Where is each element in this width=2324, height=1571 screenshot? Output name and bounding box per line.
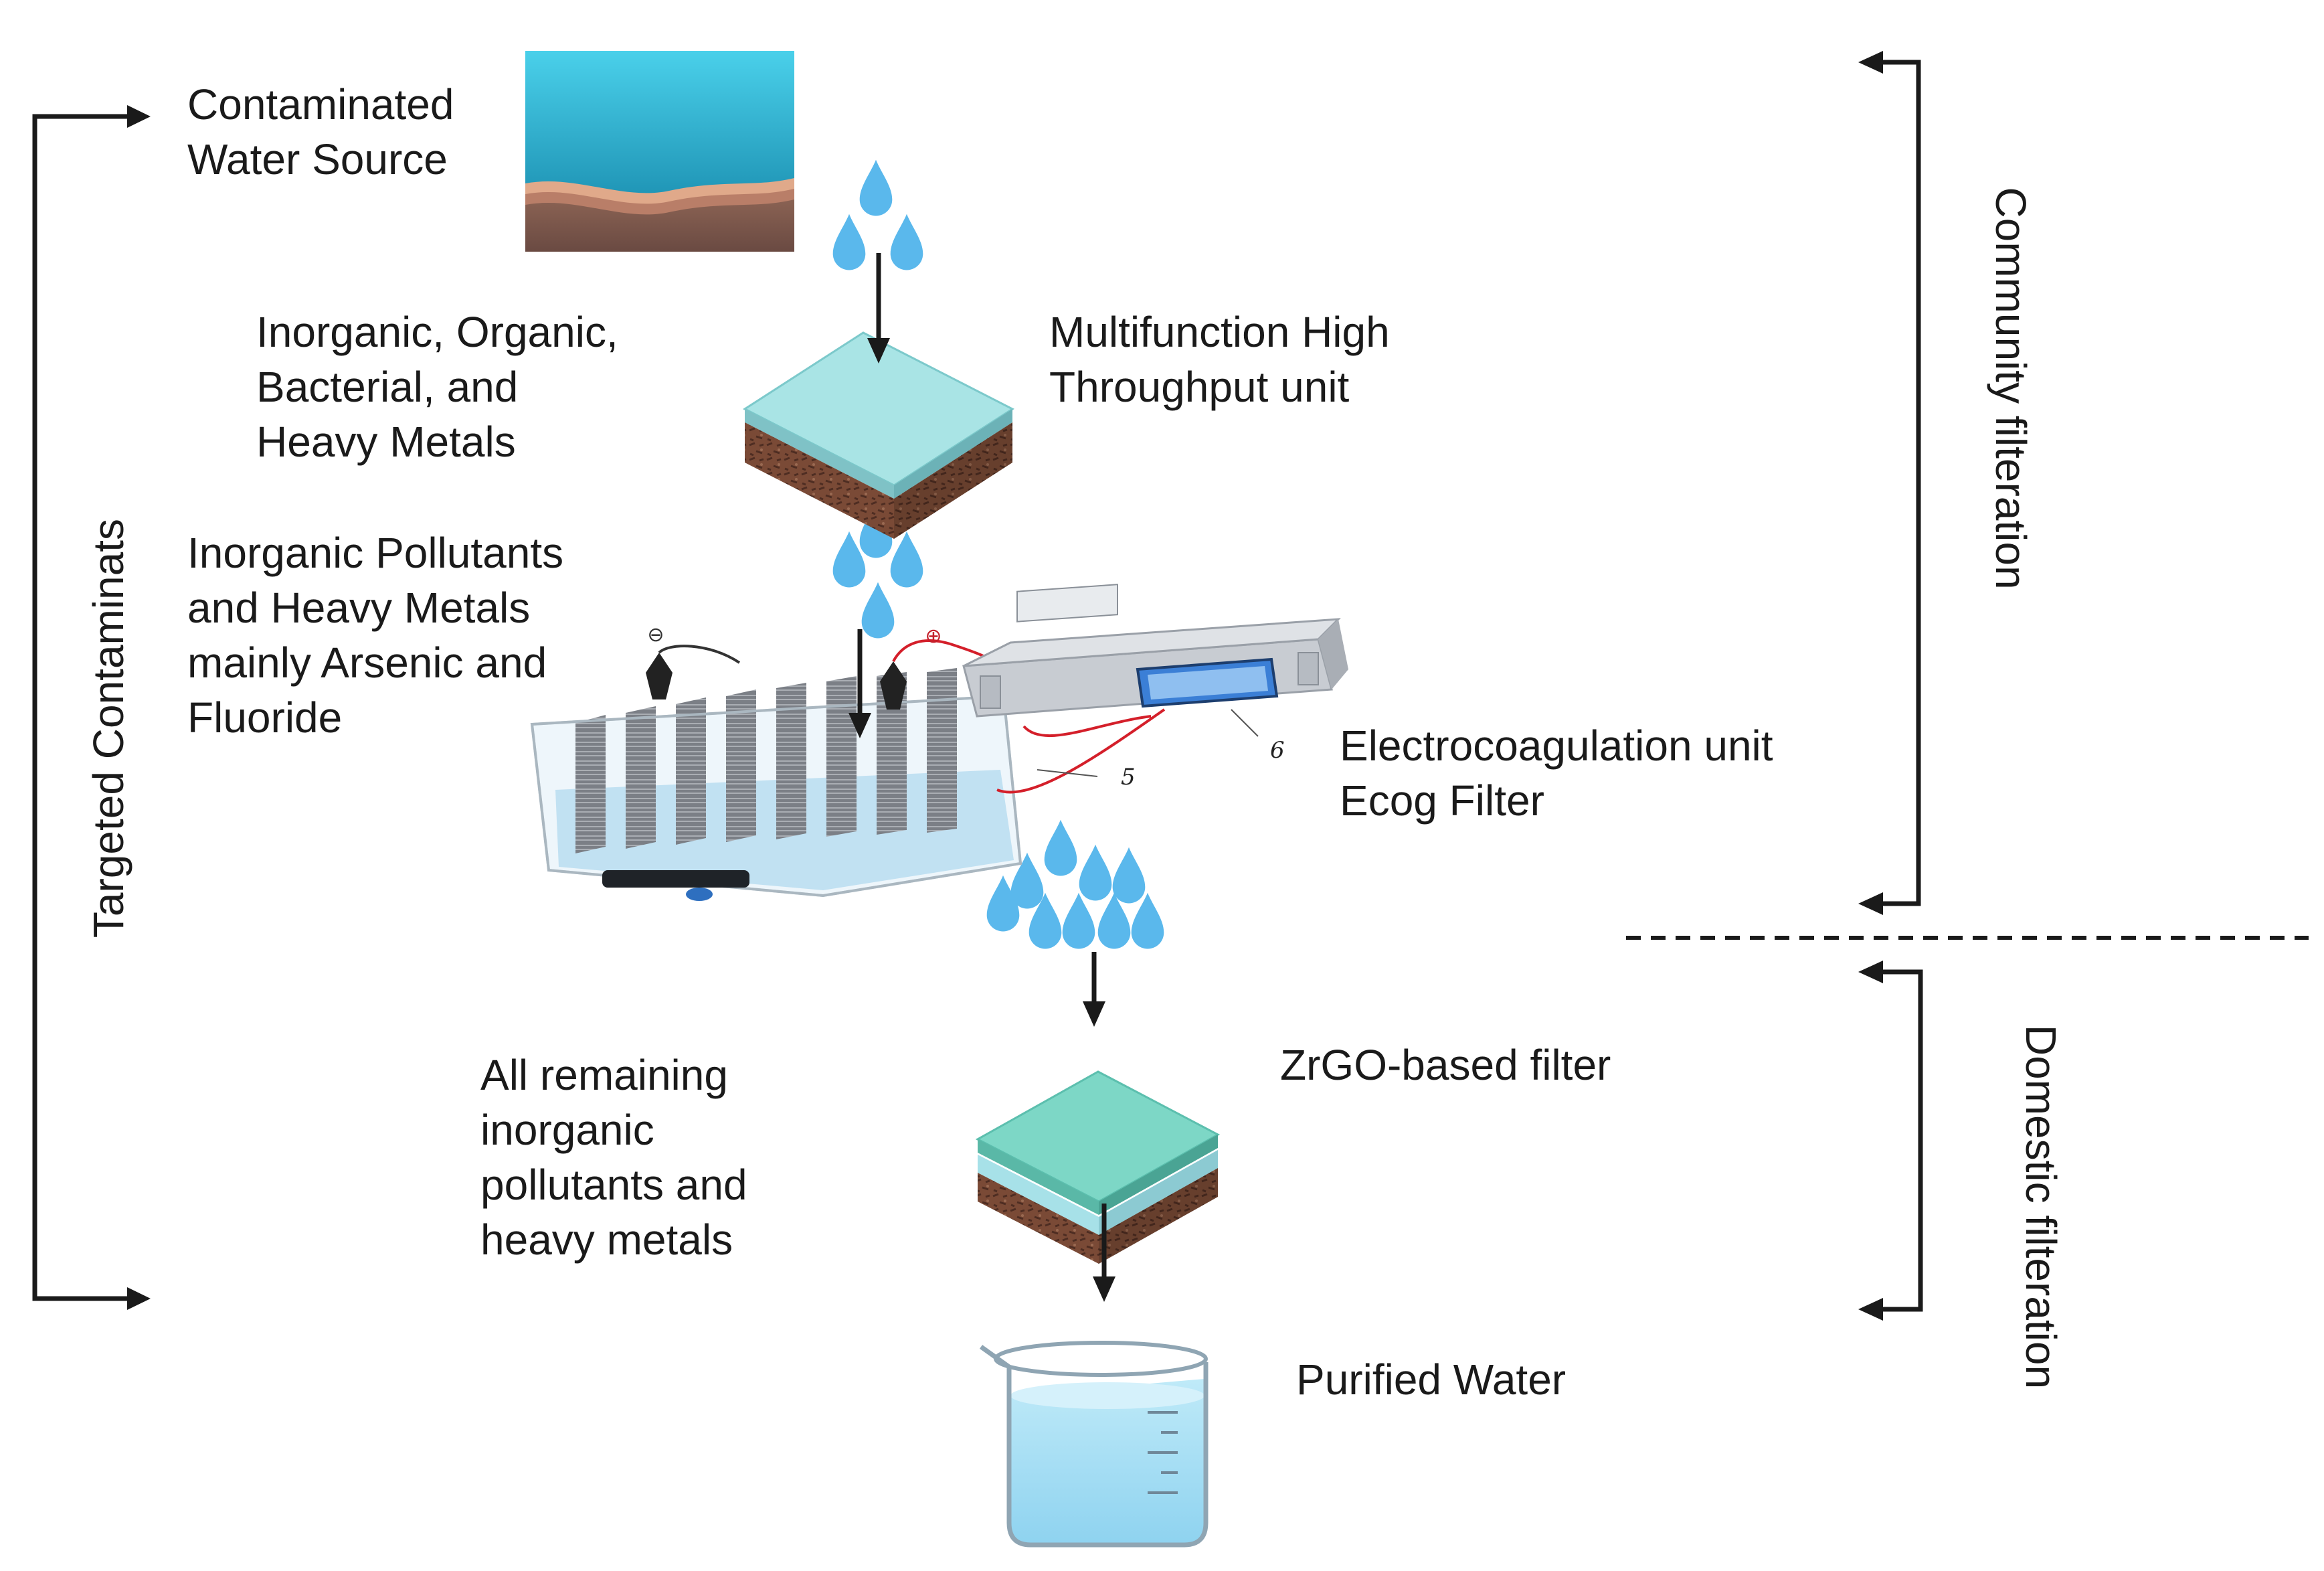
- water-drop-icon: [861, 582, 895, 639]
- water-drop-icon: [1112, 847, 1146, 904]
- water-source-block: [525, 51, 794, 252]
- label-domestic-filtration: Domestic filteration: [2017, 1024, 2065, 1390]
- flow-arrow-head: [867, 338, 890, 363]
- water-drop-icon: [1044, 819, 1077, 876]
- water-drop-icon: [1062, 892, 1095, 949]
- beaker-icon: [979, 1341, 1209, 1548]
- flow-arrows: [848, 253, 1115, 1302]
- water-drop-icon: [890, 214, 923, 270]
- flow-arrow-head: [1093, 1276, 1115, 1302]
- left-bracket: [32, 105, 151, 1310]
- zrgo-filter-icon: [975, 1070, 1221, 1264]
- multifunction-filter-icon: [742, 331, 1015, 539]
- flow-arrow-head: [848, 713, 871, 738]
- electrocoagulation-tank-icon: ⊖ ⊕ 5 6: [530, 623, 1285, 901]
- callout-6-label: 6: [1270, 737, 1285, 764]
- electrode-plates: [575, 668, 957, 853]
- terminal-minus-label: ⊖: [647, 623, 664, 647]
- label-targeted-contaminants: Targeted Contaminats: [84, 518, 132, 938]
- label-purified-water: Purified Water: [1296, 1355, 1567, 1404]
- power-supply-icon: [962, 584, 1348, 718]
- domestic-bracket: [1858, 961, 1923, 1321]
- water-drop-icon: [832, 214, 866, 270]
- label-zrgo-filter: ZrGO-based filter: [1280, 1041, 1611, 1089]
- flow-arrow-head: [1083, 1001, 1105, 1027]
- callout-5-label: 5: [1121, 764, 1136, 791]
- water-drop-icon: [1079, 844, 1112, 901]
- water-drop-icon: [890, 531, 923, 588]
- community-bracket: [1858, 51, 1921, 915]
- label-community-filtration: Community filteration: [1987, 187, 2035, 590]
- water-drop-icon: [859, 159, 893, 216]
- terminal-plus-label: ⊕: [925, 625, 942, 648]
